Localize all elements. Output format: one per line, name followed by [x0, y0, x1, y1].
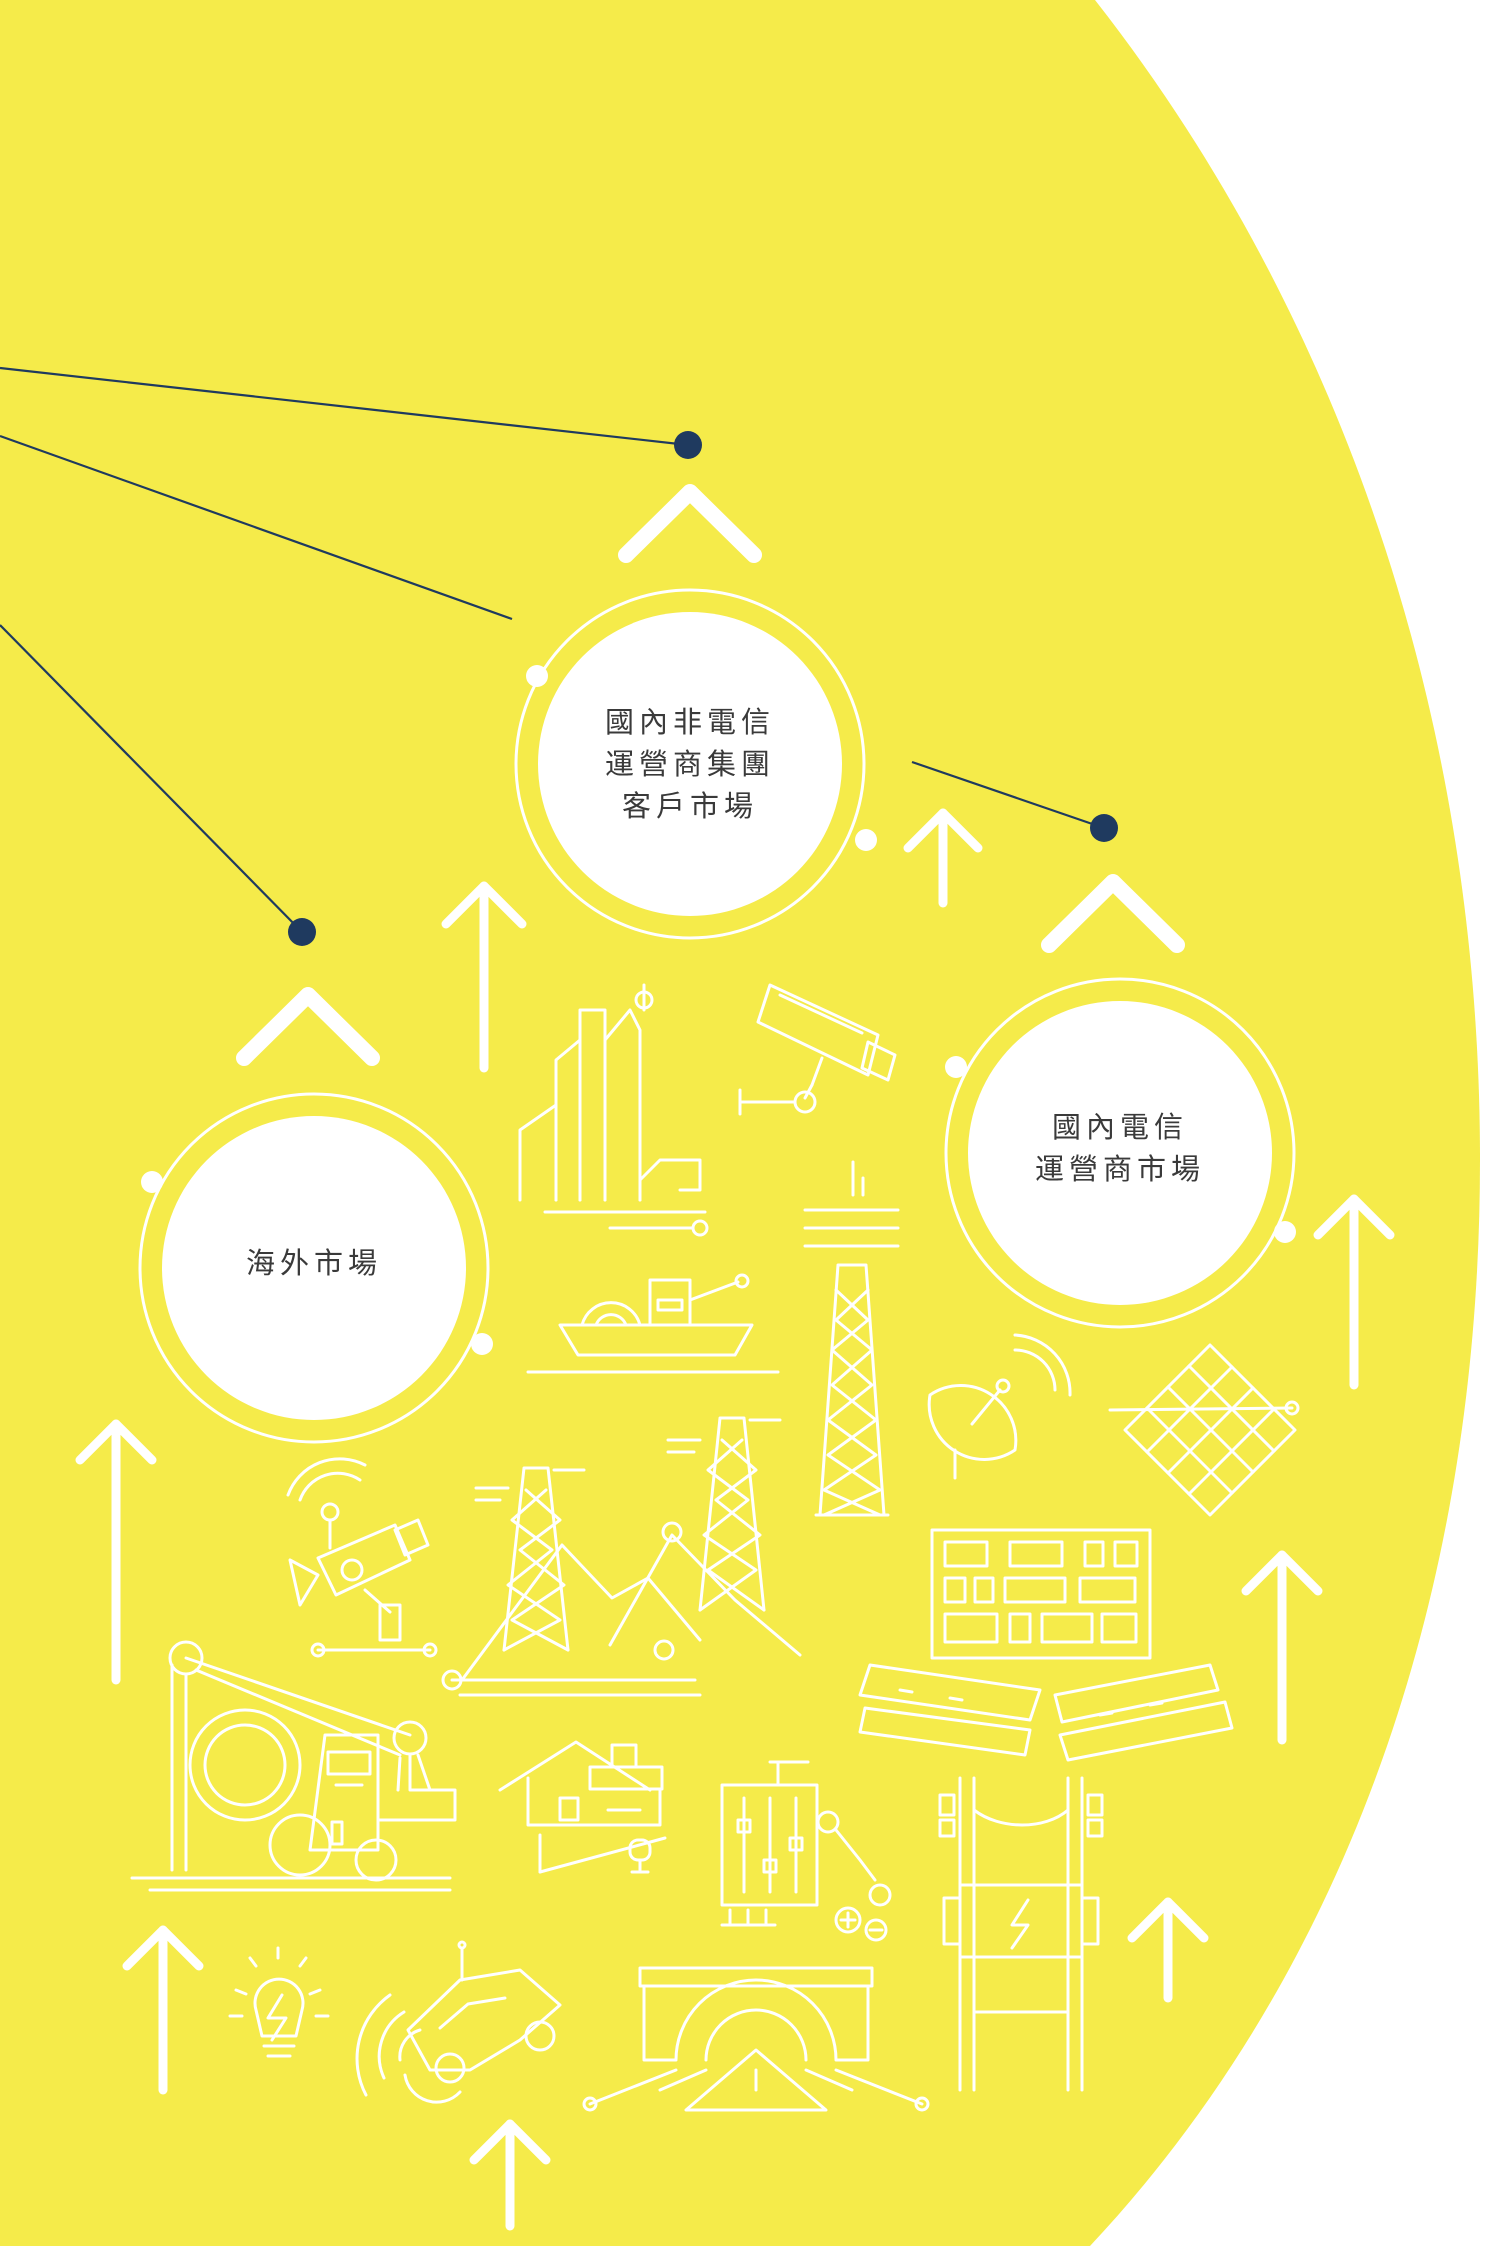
node-label-line: 國內電信: [1051, 1110, 1189, 1144]
up-arrow-icon: [1241, 1550, 1323, 1745]
connector-line-top: [0, 366, 689, 447]
node-overseas: [138, 1092, 493, 1444]
node-label-line: 客戶市場: [621, 789, 759, 823]
up-arrow-icon: [75, 1419, 157, 1685]
up-arrow-icon: [469, 2119, 551, 2231]
up-arrows: [75, 808, 1395, 2231]
satellite-dish-icon: [927, 1333, 1072, 1480]
connector-lines: [0, 366, 1105, 933]
signal-tower-icon: [803, 1160, 900, 1517]
connector-line-left: [0, 624, 303, 933]
up-arrow-icon: [903, 808, 983, 908]
node-label-domestic-non-telecom: 國內非電信 運營商集團 客戶市場: [605, 701, 775, 827]
node-label-line: 海外市場: [245, 1246, 383, 1280]
node-label-line: 運營商集團: [604, 747, 776, 781]
power-pylon-icon: [474, 1416, 782, 1652]
node-label-line: 國內非電信: [604, 705, 776, 739]
connected-car-icon: [355, 1940, 562, 2104]
railway-track-icon: [858, 1663, 1234, 1762]
surveillance-robot-icon: [286, 1457, 438, 1658]
chevron-up-icon: [236, 987, 380, 1066]
node-domestic-non-telecom: [514, 588, 877, 940]
node-domestic-telecom: [944, 977, 1296, 1329]
up-arrow-icon: [1127, 1897, 1209, 2003]
chevron-up-icon: [1041, 874, 1185, 953]
control-panel-icon: [930, 1528, 1152, 1660]
up-arrow-icon: [1313, 1194, 1395, 1390]
node-label-line: 運營商市場: [1034, 1152, 1206, 1186]
up-arrow-icon: [441, 881, 527, 1073]
connector-dots: [288, 431, 1118, 946]
up-arrow-icon: [122, 1925, 204, 2095]
chevron-up-icon: [618, 484, 762, 563]
smart-grid-icon: [1108, 1343, 1300, 1517]
connector-dot-top: [674, 431, 702, 459]
utility-pole-icon: [938, 1776, 1104, 2092]
house-icon: [498, 1740, 667, 1874]
distribution-cabinet-icon: [720, 1760, 892, 1942]
cable-drum-icon: [130, 1640, 457, 1892]
security-camera-icon: [738, 983, 897, 1116]
mountain-icon: [441, 1521, 802, 1697]
cargo-ship-icon: [526, 1273, 780, 1374]
light-bulb-icon: [228, 1946, 330, 2058]
tunnel-icon: [582, 1966, 930, 2112]
node-label-overseas: 海外市場: [246, 1242, 382, 1284]
connector-dot-left: [288, 918, 316, 946]
connector-line-right: [911, 760, 1105, 830]
node-label-domestic-telecom: 國內電信 運營商市場: [1035, 1106, 1205, 1190]
connector-dot-right: [1090, 814, 1118, 842]
industry-icons: [130, 983, 1300, 2112]
chevrons: [236, 484, 1185, 1066]
city-skyline-icon: [518, 983, 709, 1237]
connector-line-mid: [0, 434, 513, 621]
